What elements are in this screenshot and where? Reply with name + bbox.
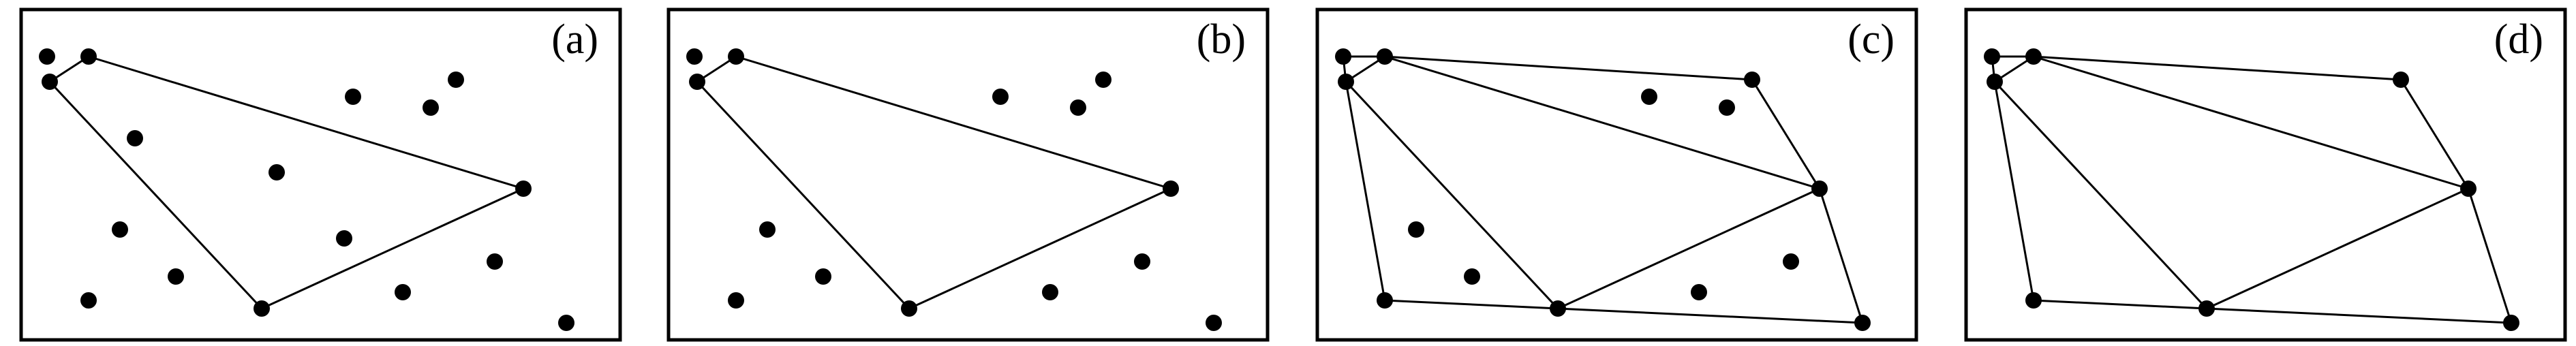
point bbox=[1163, 180, 1179, 197]
point bbox=[80, 48, 97, 65]
point bbox=[992, 89, 1009, 105]
edge bbox=[1384, 299, 1559, 310]
point bbox=[1206, 315, 1222, 331]
point bbox=[1335, 48, 1351, 65]
edge bbox=[1345, 81, 1386, 301]
point bbox=[1464, 268, 1480, 285]
edge bbox=[1993, 81, 2035, 301]
edge bbox=[1384, 55, 1753, 81]
edge bbox=[1345, 80, 1559, 310]
edge bbox=[908, 187, 1171, 310]
point bbox=[1854, 315, 1871, 331]
point bbox=[42, 74, 58, 90]
point bbox=[168, 268, 184, 285]
edge bbox=[2033, 299, 2207, 310]
point bbox=[2393, 72, 2409, 88]
point bbox=[80, 292, 97, 309]
point bbox=[336, 230, 352, 247]
point bbox=[2503, 315, 2519, 331]
point bbox=[1641, 89, 1657, 105]
point bbox=[728, 292, 744, 309]
edge bbox=[2206, 187, 2469, 310]
point bbox=[686, 48, 703, 65]
edge bbox=[1993, 80, 2208, 310]
panel-label: (d) bbox=[2494, 16, 2543, 63]
point bbox=[1744, 72, 1760, 88]
point bbox=[1042, 284, 1058, 300]
edge bbox=[1384, 55, 1820, 190]
edge bbox=[2399, 79, 2470, 189]
panel-border bbox=[19, 7, 622, 342]
point bbox=[1377, 48, 1393, 65]
edge bbox=[2206, 307, 2512, 324]
edge bbox=[1751, 79, 1821, 189]
point bbox=[345, 89, 361, 105]
point bbox=[127, 130, 143, 146]
point bbox=[1070, 99, 1086, 116]
point bbox=[1338, 74, 1354, 90]
point bbox=[423, 99, 439, 116]
point bbox=[1408, 221, 1424, 238]
edge bbox=[2467, 188, 2513, 324]
point bbox=[689, 74, 705, 90]
point bbox=[1811, 180, 1828, 197]
point bbox=[39, 48, 55, 65]
point bbox=[515, 180, 532, 197]
point bbox=[1691, 284, 1707, 300]
point bbox=[395, 284, 411, 300]
panel-c: (c) bbox=[1315, 7, 1918, 342]
point bbox=[1987, 74, 2003, 90]
point bbox=[1377, 292, 1393, 309]
edge bbox=[1557, 307, 1863, 324]
edge bbox=[1557, 187, 1820, 310]
point bbox=[487, 253, 503, 270]
edge bbox=[696, 80, 910, 310]
edge bbox=[2033, 55, 2402, 81]
point bbox=[1134, 253, 1150, 270]
panel-border bbox=[1964, 7, 2567, 342]
point bbox=[901, 300, 917, 317]
edge bbox=[88, 55, 524, 190]
panel-border bbox=[1315, 7, 1918, 342]
point bbox=[448, 72, 464, 88]
edge bbox=[735, 55, 1171, 190]
panel-a: (a) bbox=[19, 7, 622, 342]
panel-border bbox=[666, 7, 1270, 342]
edge bbox=[2033, 55, 2469, 190]
point bbox=[1783, 253, 1799, 270]
point bbox=[728, 48, 744, 65]
panel-label: (b) bbox=[1197, 16, 1246, 63]
point bbox=[2460, 180, 2477, 197]
point bbox=[815, 268, 831, 285]
edge bbox=[261, 187, 524, 310]
edge bbox=[1818, 188, 1864, 324]
panel-label: (c) bbox=[1847, 16, 1895, 63]
edge bbox=[48, 80, 263, 310]
point bbox=[254, 300, 270, 317]
point bbox=[1095, 72, 1111, 88]
point bbox=[1719, 99, 1735, 116]
point bbox=[558, 315, 574, 331]
point bbox=[2025, 292, 2042, 309]
panel-b: (b) bbox=[666, 7, 1270, 342]
point bbox=[1550, 300, 1566, 317]
point bbox=[112, 221, 128, 238]
panel-label: (a) bbox=[551, 16, 598, 63]
point bbox=[2025, 48, 2042, 65]
point bbox=[2198, 300, 2215, 317]
point bbox=[759, 221, 776, 238]
panel-d: (d) bbox=[1964, 7, 2567, 342]
point bbox=[1984, 48, 2000, 65]
point bbox=[269, 164, 285, 180]
